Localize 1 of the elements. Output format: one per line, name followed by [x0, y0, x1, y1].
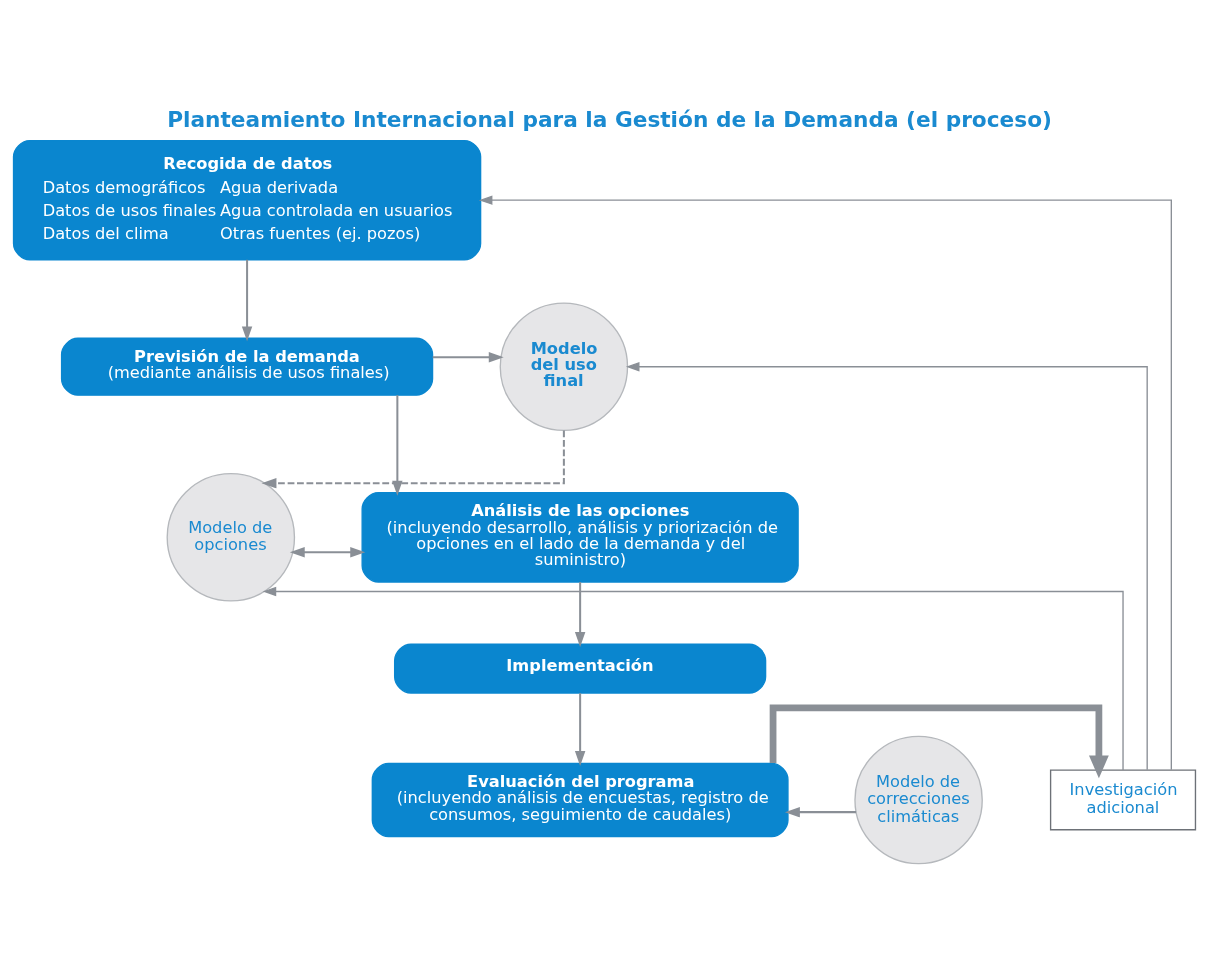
diagram-title: Planteamiento Internacional para la Gestión de la Demanda (el proceso) — [167, 106, 1052, 132]
